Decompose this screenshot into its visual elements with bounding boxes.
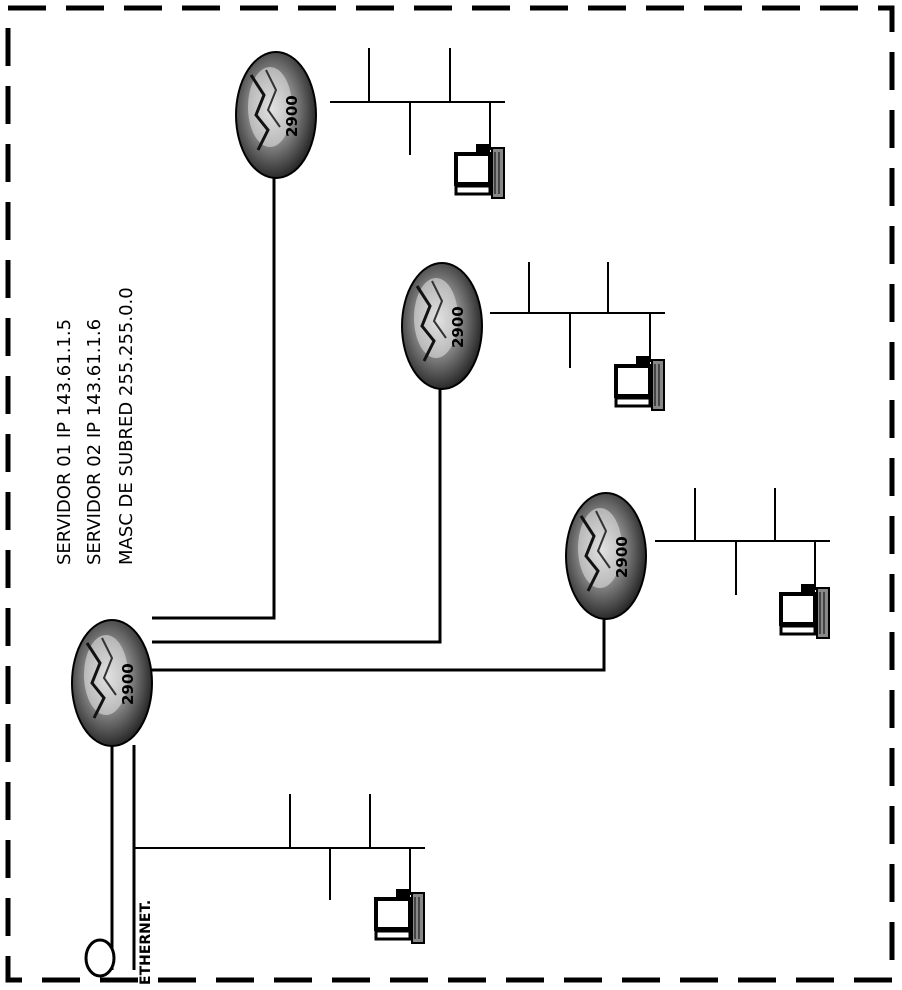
lan-segment-lower — [655, 488, 830, 595]
ethernet-label: ETHERNET. — [138, 900, 154, 985]
switch-middle[interactable]: 2900 — [402, 263, 482, 389]
switch-model-label: 2900 — [449, 306, 467, 348]
desktop-computer-icon — [376, 889, 424, 943]
servidor-02-label: SERVIDOR 02 IP 143.61.1.6 — [84, 319, 105, 565]
network-switch-icon — [402, 263, 482, 389]
switch-model-label: 2900 — [119, 663, 137, 705]
computer-lower[interactable] — [781, 584, 829, 638]
desktop-computer-icon — [616, 356, 664, 410]
computer-middle[interactable] — [616, 356, 664, 410]
servidor-01-label: SERVIDOR 01 IP 143.61.1.5 — [54, 319, 75, 565]
desktop-computer-icon — [456, 144, 504, 198]
diagram-border — [8, 8, 892, 980]
uplink-middle — [152, 385, 440, 642]
computer-main[interactable] — [376, 889, 424, 943]
computer-top[interactable] — [456, 144, 504, 198]
switch-model-label: 2900 — [613, 536, 631, 578]
switch-main[interactable]: 2900 — [72, 620, 152, 746]
lan-segment-middle — [490, 262, 665, 368]
switch-lower[interactable]: 2900 — [566, 493, 646, 619]
switch-model-label: 2900 — [283, 95, 301, 137]
lan-segment-top — [330, 48, 505, 155]
network-switch-icon — [566, 493, 646, 619]
desktop-computer-icon — [781, 584, 829, 638]
network-switch-icon — [72, 620, 152, 746]
uplink-top — [152, 175, 274, 618]
ethernet-connector-icon — [86, 940, 114, 976]
switch-top[interactable]: 2900 — [236, 52, 316, 178]
lan-segment-main — [134, 745, 425, 900]
network-switch-icon — [236, 52, 316, 178]
subnet-mask-label: MASC DE SUBRED 255.255.0.0 — [116, 287, 137, 565]
ethernet-trunk — [112, 745, 134, 970]
uplink-lines — [152, 175, 604, 670]
